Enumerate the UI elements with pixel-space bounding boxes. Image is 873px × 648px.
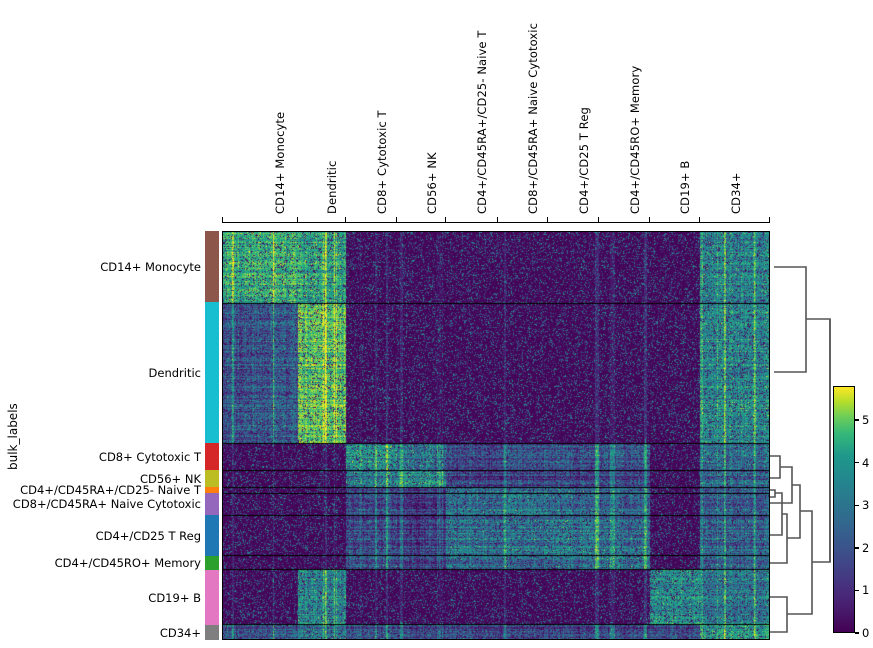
row-color-4	[205, 487, 219, 493]
column-label-5: CD8+/CD45RA+ Naive Cytotoxic	[526, 23, 540, 214]
row-label-5: CD8+/CD45RA+ Naive Cytotoxic	[12, 497, 201, 511]
colorbar-tick-label-0: 0	[862, 626, 870, 640]
row-color-0	[205, 231, 219, 302]
colorbar[interactable]	[833, 386, 855, 633]
row-color-6	[205, 515, 219, 556]
row-color-8	[205, 570, 219, 625]
column-label-1: Dendritic	[325, 160, 339, 214]
column-label-3: CD56+ NK	[425, 152, 439, 214]
colorbar-tick-label-4: 4	[862, 455, 870, 470]
row-group-color-strip	[205, 231, 219, 640]
colorbar-tick-label-1: 1	[862, 583, 870, 598]
colorbar-tick-label-3: 3	[862, 498, 870, 513]
row-color-3	[205, 470, 219, 487]
row-color-1	[205, 302, 219, 443]
column-tick-8	[649, 217, 651, 222]
column-tick-1	[297, 217, 299, 222]
colorbar-tick-label-5: 5	[862, 413, 870, 428]
dendrogram-link-6	[787, 484, 801, 539]
heatmap-image[interactable]	[223, 232, 769, 639]
colorbar-tick-2	[855, 547, 859, 549]
dendrogram-link-3	[770, 489, 776, 498]
row-color-2	[205, 443, 219, 470]
column-tick-6	[547, 217, 549, 222]
dendrogram-link-5	[770, 513, 788, 564]
column-label-9: CD34+	[729, 172, 743, 214]
row-label-6: CD4+/CD25 T Reg	[95, 528, 201, 543]
row-label-0: CD14+ Monocyte	[100, 259, 201, 274]
row-label-1: Dendritic	[148, 365, 201, 380]
colorbar-tick-0	[855, 632, 859, 634]
y-axis-label: bulk_labels	[6, 403, 20, 470]
column-label-4: CD4+/CD45RA+/CD25- Naive T	[475, 30, 489, 214]
column-tick-10	[768, 217, 770, 222]
row-color-7	[205, 556, 219, 570]
row-label-8: CD19+ B	[148, 590, 201, 605]
row-label-3: CD56+ NK	[140, 471, 201, 486]
top-axis-spine	[222, 222, 770, 224]
row-dendrogram	[770, 266, 831, 633]
dendrogram-link-4	[770, 492, 783, 536]
column-label-2: CD8+ Cytotoxic T	[375, 110, 389, 214]
column-label-6: CD4+/CD25 T Reg	[577, 107, 591, 214]
column-tick-3	[396, 217, 398, 222]
column-tick-4	[445, 217, 447, 222]
column-tick-2	[345, 217, 347, 222]
dendrogram-link-1	[770, 455, 781, 479]
column-label-0: CD14+ Monocyte	[273, 111, 287, 214]
row-color-9	[205, 625, 219, 640]
column-tick-5	[497, 217, 499, 222]
row-label-7: CD4+/CD45RO+ Memory	[54, 556, 201, 570]
dendrogram-link-7	[770, 596, 788, 633]
colorbar-tick-label-2: 2	[862, 540, 870, 555]
column-tick-0	[222, 217, 224, 222]
colorbar-tick-1	[855, 589, 859, 592]
heatmap-panel[interactable]	[222, 231, 770, 640]
row-color-5	[205, 493, 219, 515]
row-label-4: CD4+/CD45RA+/CD25- Naive T	[20, 483, 201, 497]
dendrogram-link-0	[774, 266, 807, 373]
row-label-9: CD34+	[159, 625, 201, 640]
colorbar-tick-5	[855, 419, 859, 421]
row-label-2: CD8+ Cytotoxic T	[98, 449, 201, 464]
colorbar-tick-3	[855, 504, 859, 506]
column-tick-9	[699, 217, 701, 222]
dendrogram-link-9	[806, 318, 831, 563]
column-tick-7	[598, 217, 600, 222]
column-label-8: CD19+ B	[678, 160, 692, 214]
column-label-7: CD4+/CD45RO+ Memory	[628, 65, 642, 214]
colorbar-tick-4	[855, 461, 859, 464]
